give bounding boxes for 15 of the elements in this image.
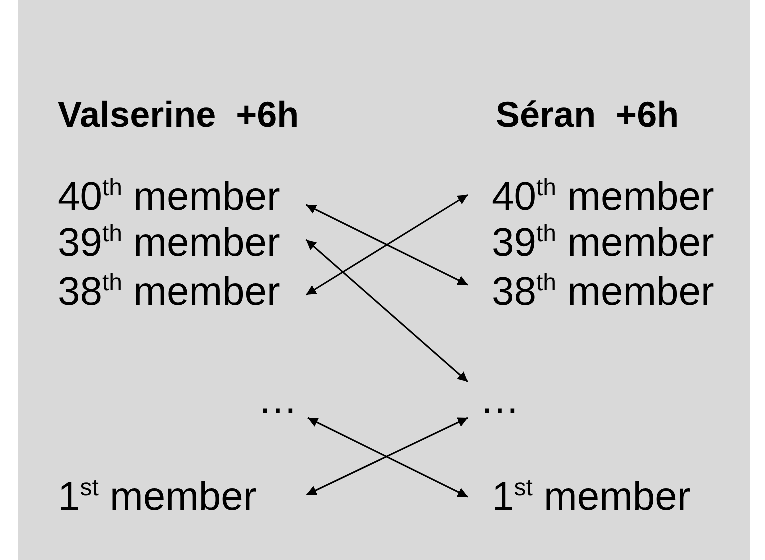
member-label: 1$^{st}$ member xyxy=(58,474,257,520)
member-label: 40$^{th}$ member xyxy=(492,174,714,220)
member-label: 40$^{th}$ member xyxy=(58,174,280,220)
arrow xyxy=(306,239,469,383)
column-heading: Valserine +6h xyxy=(58,93,300,136)
member-label: 39$^{th}$ member xyxy=(58,220,280,266)
member-label: 38$^{th}$ member xyxy=(58,269,280,315)
member-label: 1$^{st}$ member xyxy=(492,474,691,520)
member-label: … xyxy=(258,377,298,423)
member-label: 38$^{th}$ member xyxy=(492,269,714,315)
column-heading: Séran +6h xyxy=(496,93,680,136)
arrow xyxy=(306,194,468,296)
member-label: 39$^{th}$ member xyxy=(492,220,714,266)
member-label: … xyxy=(480,377,520,423)
arrow xyxy=(306,204,468,286)
